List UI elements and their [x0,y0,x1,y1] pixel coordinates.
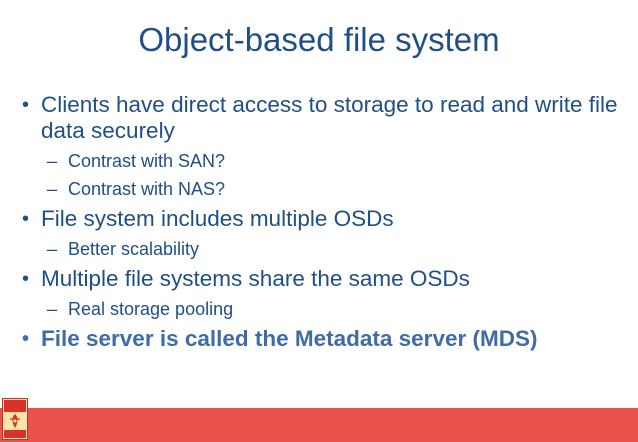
dash-icon: – [47,239,58,259]
bullet-item-highlight: • File server is called the Metadata ser… [20,326,620,352]
logo-emblem-icon [10,414,20,428]
bullet-dot-icon: • [22,94,30,116]
sub-bullet-text: Contrast with SAN? [68,151,226,171]
bullet-item: • Multiple file systems share the same O… [20,266,620,292]
bullet-dot-icon: • [22,328,30,350]
slide-title: Object-based file system [138,21,500,58]
logo-header-band [4,400,26,412]
sub-bullet-item: – Contrast with SAN? [20,150,620,172]
footer-bar [0,408,638,442]
sub-bullet-text: Better scalability [68,239,200,259]
bullet-text: Clients have direct access to storage to… [41,92,618,143]
sub-bullet-item: – Contrast with NAS? [20,178,620,200]
sub-bullet-text: Contrast with NAS? [68,179,226,199]
slide-content: • Clients have direct access to storage … [20,92,620,358]
bullet-text: File system includes multiple OSDs [41,206,394,231]
dash-icon: – [47,179,58,199]
university-logo-icon [2,398,28,440]
bullet-dot-icon: • [22,268,30,290]
dash-icon: – [47,299,58,319]
bullet-item: • File system includes multiple OSDs [20,206,620,232]
bullet-item: • Clients have direct access to storage … [20,92,620,144]
logo-footer-band [4,430,26,438]
bullet-text: Multiple file systems share the same OSD… [41,266,470,291]
bullet-text: File server is called the Metadata serve… [41,326,538,351]
sub-bullet-item: – Better scalability [20,238,620,260]
sub-bullet-text: Real storage pooling [68,299,234,319]
bullet-dot-icon: • [22,208,30,230]
sub-bullet-item: – Real storage pooling [20,298,620,320]
dash-icon: – [47,151,58,171]
